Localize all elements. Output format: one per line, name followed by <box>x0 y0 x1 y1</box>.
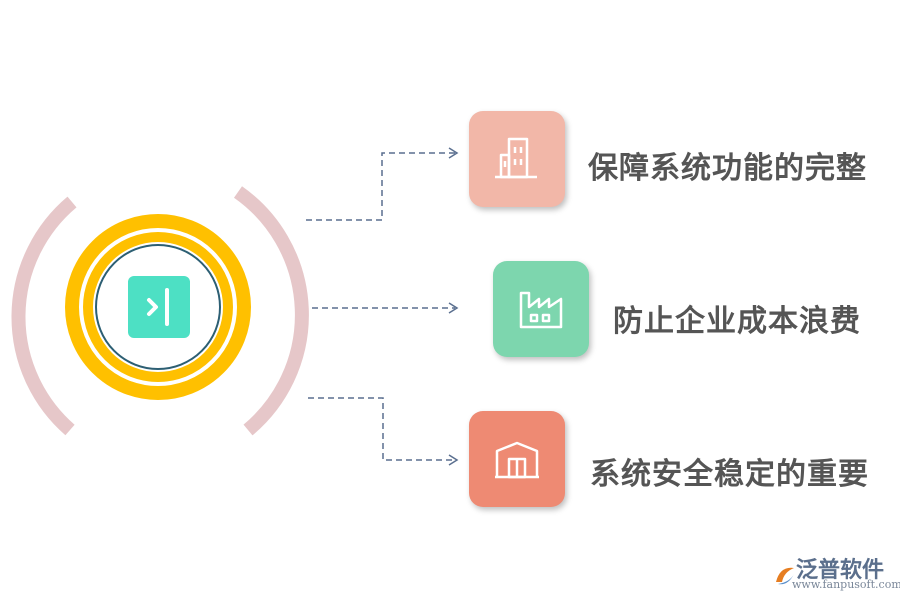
outer-ring <box>65 214 251 400</box>
connector-1 <box>306 152 455 221</box>
office-building-icon <box>495 137 537 179</box>
item-3-icon-box <box>469 411 565 507</box>
factory-icon <box>519 291 563 329</box>
item-2-label: 防止企业成本浪费 <box>613 304 861 339</box>
connector-3 <box>308 397 455 461</box>
item-1-icon-box <box>469 111 565 207</box>
item-2-icon-box <box>493 261 589 357</box>
arrowhead-1 <box>448 147 459 159</box>
item-3-label: 系统安全稳定的重要 <box>590 457 869 492</box>
left-arc <box>11 196 77 436</box>
arrowhead-2 <box>448 302 459 314</box>
right-arc <box>233 186 309 436</box>
item-1-label: 保障系统功能的完整 <box>588 151 867 186</box>
logo-url: www.fanpusoft.com <box>792 578 900 591</box>
fanpu-logo-icon <box>776 567 794 585</box>
warehouse-icon <box>495 441 539 479</box>
inner-ring <box>83 232 233 382</box>
connectors <box>306 152 455 461</box>
collapse-sidebar-icon <box>147 288 169 326</box>
connector-arrowheads <box>448 147 459 466</box>
arrowhead-3 <box>448 454 459 466</box>
logo-title: 泛普软件 <box>796 558 885 583</box>
center-icon-box <box>128 276 190 338</box>
